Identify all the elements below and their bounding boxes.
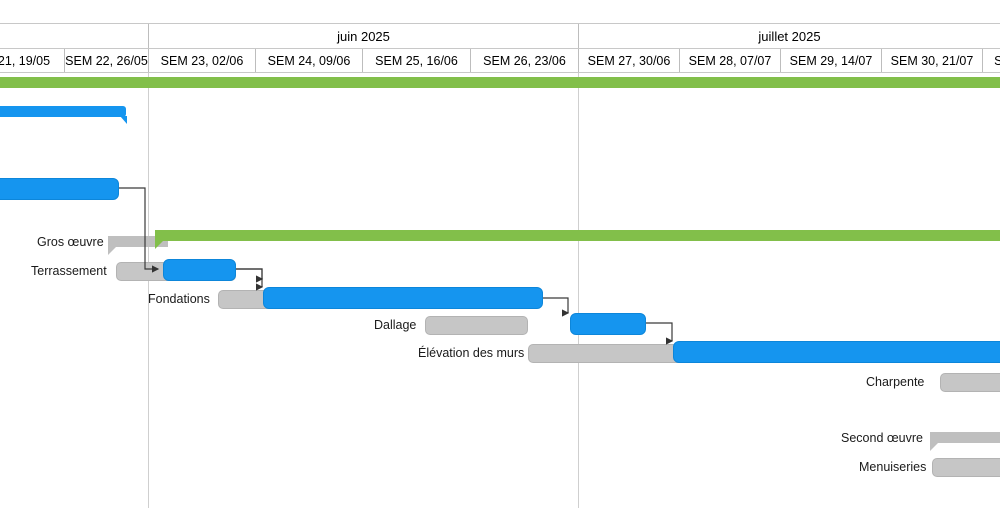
gantt-row-elevation-des-murs — [0, 341, 1000, 367]
month-gridline — [578, 73, 579, 508]
gantt-row-terrassement — [0, 259, 1000, 285]
gantt-row-fondations — [0, 287, 1000, 313]
task-label-fondations: Fondations — [148, 292, 210, 306]
gantt-row-menuiseries — [0, 455, 1000, 481]
summary-cap-left — [930, 442, 939, 451]
task-bar-blue[interactable] — [673, 341, 1000, 363]
week-cell[interactable]: SEM 30, 21/07 — [881, 49, 982, 72]
task-label-terrassement: Terrassement — [31, 264, 107, 278]
gantt-row-second-oeuvre — [0, 426, 1000, 452]
task-label-menuiseries: Menuiseries — [859, 460, 927, 474]
week-cell[interactable]: SE — [982, 49, 1000, 72]
month-gridline — [148, 73, 149, 508]
summary-bar-green[interactable] — [0, 77, 1000, 88]
gantt-row-dallage — [0, 313, 1000, 339]
header-bottom-rule — [0, 72, 1000, 73]
gantt-row-preparation-task — [0, 178, 1000, 204]
task-label-dallage: Dallage — [374, 318, 417, 332]
progress-tip — [120, 116, 127, 124]
baseline-bar[interactable] — [425, 316, 528, 335]
header-mid-rule — [0, 48, 1000, 49]
task-bar-blue[interactable] — [0, 178, 119, 200]
baseline-bar[interactable] — [932, 458, 1000, 477]
month-cell: juin 2025 — [148, 24, 578, 48]
task-label-charpente: Charpente — [866, 375, 925, 389]
summary-cap-left — [108, 246, 117, 255]
month-cell — [0, 24, 148, 48]
week-cell[interactable]: SEM 27, 30/06 — [578, 49, 679, 72]
week-cell[interactable]: SEM 23, 02/06 — [148, 49, 255, 72]
summary-cap-left — [155, 240, 164, 249]
task-label-second-oeuvre: Second œuvre — [841, 431, 923, 445]
task-label-elevation-des-murs: Élévation des murs — [418, 346, 525, 360]
summary-baseline-bar[interactable] — [930, 432, 1000, 451]
week-cell[interactable]: SEM 22, 26/05 — [64, 49, 148, 72]
week-cell[interactable]: SEM 29, 14/07 — [780, 49, 881, 72]
task-label-gros-oeuvre: Gros œuvre — [37, 235, 104, 249]
summary-bar-green[interactable] — [155, 230, 1000, 249]
week-cell[interactable]: SEM 28, 07/07 — [679, 49, 780, 72]
gantt-row-gros-oeuvre — [0, 230, 1000, 256]
progress-bar-blue[interactable] — [0, 106, 127, 124]
header-top-rule — [0, 23, 1000, 24]
week-cell[interactable]: SEM 26, 23/06 — [470, 49, 578, 72]
week-cell[interactable]: 21, 19/05 — [0, 53, 51, 68]
month-cell: juillet 2025 — [578, 24, 1000, 48]
week-cell[interactable]: SEM 25, 16/06 — [362, 49, 470, 72]
baseline-bar[interactable] — [940, 373, 1000, 392]
task-bar-blue[interactable] — [570, 313, 646, 335]
gantt-row-project-summary — [0, 77, 1000, 103]
task-bar-blue[interactable] — [263, 287, 543, 309]
gantt-row-charpente — [0, 370, 1000, 396]
week-cell[interactable]: SEM 24, 09/06 — [255, 49, 362, 72]
gantt-row-phase-progress — [0, 106, 1000, 132]
task-bar-blue[interactable] — [163, 259, 236, 281]
